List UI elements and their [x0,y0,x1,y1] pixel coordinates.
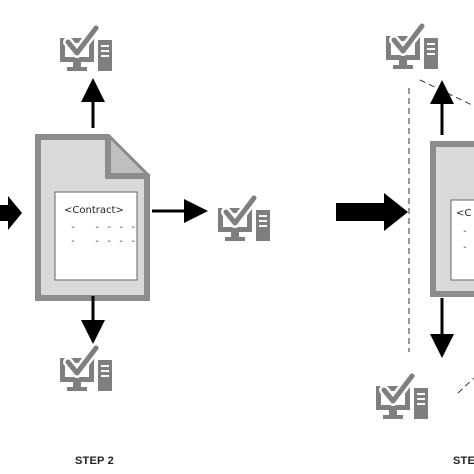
computer-icon-top [60,28,112,71]
big-arrow-left [0,196,22,230]
step-3-label: STE [453,455,474,467]
document-icon-step3 [430,141,474,297]
dashed-line-top [419,79,474,107]
dashed-line-bottom [457,377,474,394]
computer-icon-right [218,198,270,241]
computer-icon-top-step3 [386,26,438,69]
contract-line-1: - - - - - [70,222,137,233]
computer-icon-bottom [60,348,112,391]
computer-icon-bottom-step3 [376,376,428,419]
big-arrow-middle [336,193,408,231]
contract-line-2-step3: - [462,242,469,253]
contract-line-2: - - - - - [70,236,137,247]
contract-title-step3: <C [456,208,472,219]
document-icon [35,134,150,301]
contract-title: <Contract> [64,205,124,216]
step-2-label: STEP 2 [75,455,114,467]
contract-line-1-step3: - [462,226,469,237]
